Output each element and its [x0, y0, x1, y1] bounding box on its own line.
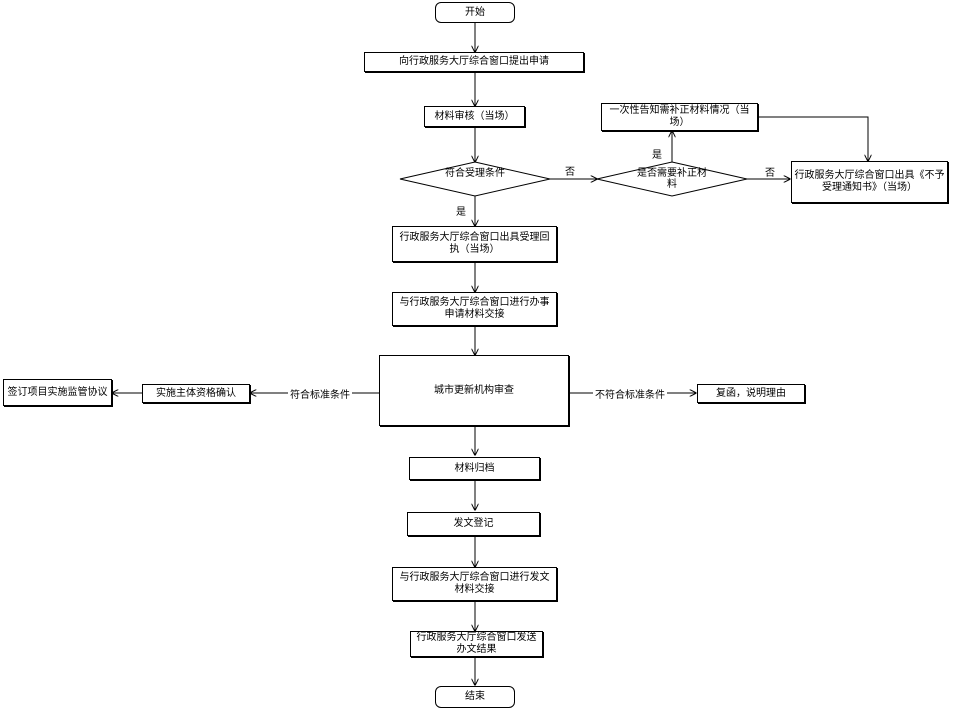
edge-label-no-accept: 否 [565, 167, 575, 178]
decision-accept-label: 符合受理条件 [445, 168, 505, 179]
edge-label-no-supp: 否 [765, 168, 775, 179]
receipt-box: 行政服务大厅综合窗口出具受理回执（当场） [392, 226, 557, 262]
decision-supp-label: 是否需要补正材料 [637, 168, 707, 190]
edge-label-not-meets: 不符合标准条件 [593, 390, 667, 402]
edge-label-yes-supp: 是 [652, 150, 662, 161]
reply-reason-box: 复函，说明理由 [697, 384, 805, 403]
send-result-box: 行政服务大厅综合窗口发送办文结果 [410, 631, 543, 657]
decision-accept-diamond [399, 161, 551, 197]
handover-doc-box: 与行政服务大厅综合窗口进行发文材料交接 [392, 567, 557, 601]
start-node: 开始 [435, 2, 515, 23]
end-node: 结束 [435, 686, 515, 708]
material-review-box: 材料审核（当场） [424, 106, 525, 127]
arrow-inform-reject [758, 116, 868, 161]
handover-apply-box: 与行政服务大厅综合窗口进行办事申请材料交接 [392, 292, 557, 326]
reject-notice-box: 行政服务大厅综合窗口出具《不予受理通知书》（当场） [791, 161, 948, 203]
edge-label-meets: 符合标准条件 [288, 390, 352, 402]
sign-agreement-box: 签订项目实施监管协议 [3, 379, 112, 406]
register-box: 发文登记 [407, 512, 540, 536]
submit-application-box: 向行政服务大厅综合窗口提出申请 [364, 52, 584, 72]
archive-box: 材料归档 [409, 457, 540, 480]
urban-review-box: 城市更新机构审查 [379, 355, 569, 426]
decision-supp-diamond [596, 161, 748, 197]
edge-label-yes-accept: 是 [456, 207, 466, 218]
subject-confirm-box: 实施主体资格确认 [142, 384, 250, 403]
inform-supplement-box: 一次性告知需补正材料情况（当场） [601, 103, 758, 131]
